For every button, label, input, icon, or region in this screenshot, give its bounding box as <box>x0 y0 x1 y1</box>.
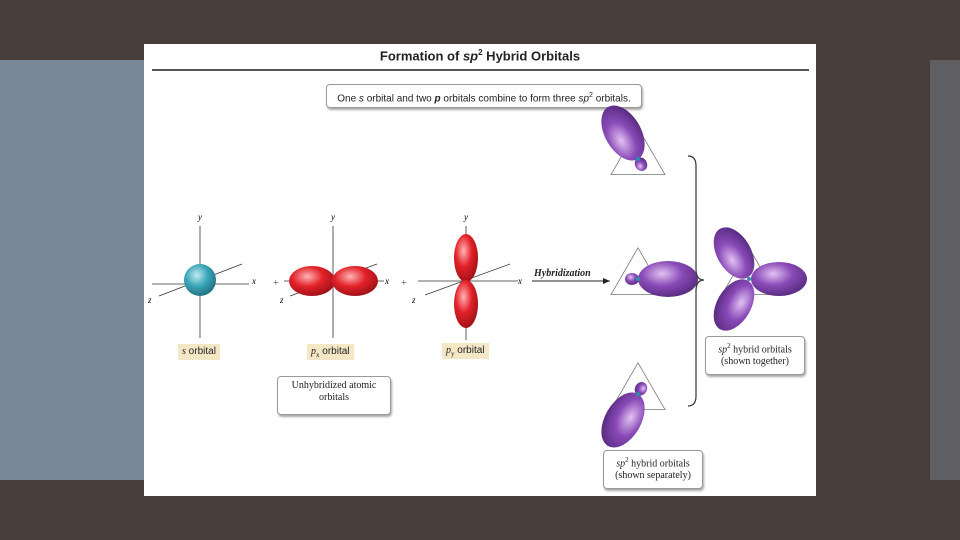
py-lobe-top <box>454 234 478 282</box>
unhybridized-line1: Unhybridized atomic <box>291 380 377 391</box>
separately-rest: hybrid orbitals <box>628 458 690 470</box>
px-word: orbital <box>319 346 350 357</box>
together-rest: hybrid orbitals <box>730 344 792 356</box>
intro-p: p <box>434 93 441 105</box>
intro-text-2: orbital and two <box>363 93 435 105</box>
hybrid-orbital-middle <box>610 247 698 297</box>
unhybridized-line2: orbitals <box>319 392 349 403</box>
plus-sign-1: + <box>272 277 279 289</box>
title-suffix: Hybrid Orbitals <box>482 48 581 64</box>
orbital-diagram: y x z + y x z + y x z Hybridization <box>147 98 807 455</box>
together-callout: sp2 hybrid orbitals (shown together) <box>705 336 805 375</box>
s-axis-x: x <box>251 276 256 286</box>
left-background-panel <box>0 60 150 480</box>
intro-text-4: orbitals. <box>592 93 631 105</box>
slide: Formation of sp2 Hybrid Orbitals One s o… <box>144 44 816 496</box>
title-sup: 2 <box>478 48 483 57</box>
s-orbital-sphere <box>184 264 216 296</box>
intro-callout: One s orbital and two p orbitals combine… <box>326 84 642 108</box>
px-sub: x <box>316 351 320 359</box>
slide-title: Formation of sp2 Hybrid Orbitals <box>144 48 816 63</box>
px-axis-x: x <box>384 276 389 286</box>
separately-line1: sp2 hybrid orbitals <box>604 454 702 470</box>
py-letter: p <box>446 345 451 356</box>
title-prefix: Formation of <box>379 48 463 64</box>
s-axis-z: z <box>147 295 152 305</box>
intro-s: s <box>358 93 364 105</box>
py-word: orbital <box>454 345 485 356</box>
s-axis-y: y <box>197 212 202 222</box>
py-orbital-label: py orbital <box>442 343 489 359</box>
separately-sup: 2 <box>625 456 629 464</box>
intro-sp: sp <box>578 93 590 105</box>
hybrid-orbital-top <box>592 98 666 180</box>
separately-callout: sp2 hybrid orbitals (shown separately) <box>603 450 703 489</box>
py-axis-z: z <box>411 295 416 305</box>
py-axis-y: y <box>463 212 468 222</box>
hybrid-orbitals-together <box>713 227 807 331</box>
intro-text-3: orbitals combine to form three <box>440 93 579 105</box>
together-sp: sp <box>718 344 728 356</box>
s-orbital-letter: s <box>182 346 186 357</box>
title-rule <box>152 69 809 71</box>
hybridization-label: Hybridization <box>533 268 591 279</box>
separately-sp: sp <box>616 458 626 470</box>
right-background-panel <box>930 60 960 480</box>
together-line2: (shown together) <box>720 356 790 368</box>
px-lobe-right <box>332 266 378 296</box>
px-orbital-label: px orbital <box>307 344 354 360</box>
intro-sup: 2 <box>589 92 593 99</box>
s-orbital-word: orbital <box>185 346 216 357</box>
title-sp: sp <box>462 48 479 64</box>
hybrid-orbital-bottom <box>592 362 666 455</box>
py-axis-x: x <box>517 276 522 286</box>
together-sup: 2 <box>727 342 731 350</box>
intro-text-1: One <box>337 93 359 105</box>
py-lobe-bottom <box>454 280 478 328</box>
grouping-brace <box>687 155 705 407</box>
px-letter: p <box>311 346 316 357</box>
py-sub: y <box>451 350 455 358</box>
px-axis-z: z <box>279 295 284 305</box>
separately-line2: (shown separately) <box>615 470 691 482</box>
px-axis-y: y <box>330 212 335 222</box>
together-line1: sp2 hybrid orbitals <box>706 340 804 356</box>
s-orbital-label: s orbital <box>178 344 220 360</box>
plus-sign-2: + <box>400 277 407 289</box>
px-lobe-left <box>289 266 335 296</box>
unhybridized-callout: Unhybridized atomic orbitals <box>277 376 391 415</box>
